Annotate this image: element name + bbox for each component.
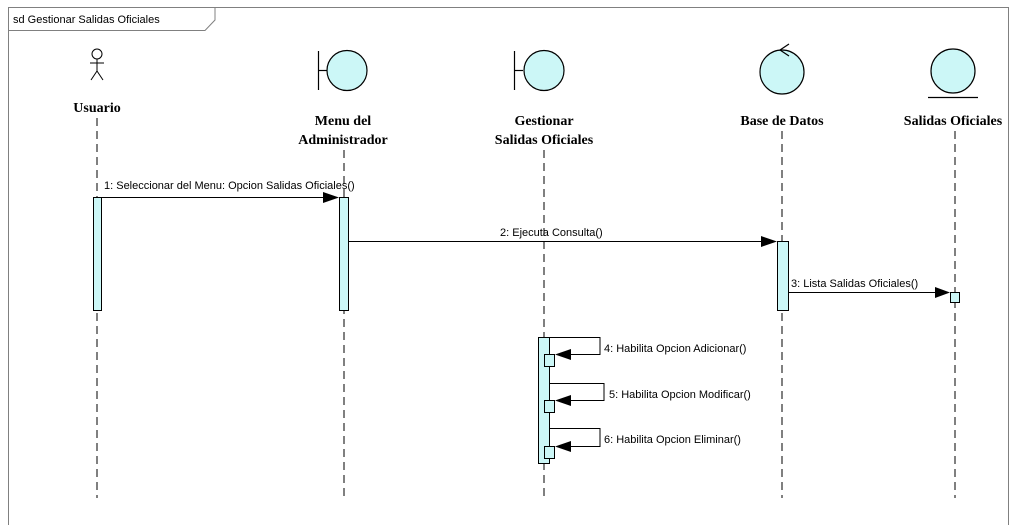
boundary-icon	[513, 49, 565, 92]
activation-gestionar-self-6	[544, 446, 555, 459]
message-line	[549, 428, 601, 447]
message-3: 3: Lista Salidas Oficiales()	[788, 278, 950, 298]
lifeline-name-gestionar-2: Salidas Oficiales	[495, 133, 594, 148]
frame-title-tab	[8, 7, 216, 31]
arrowhead-icon	[555, 441, 571, 452]
entity-icon	[928, 48, 978, 99]
lifeline-name-usuario: Usuario	[73, 101, 120, 116]
lifeline-name-menu-2: Administrador	[298, 133, 387, 148]
activation-menu	[339, 197, 349, 311]
message-label-1: 1: Seleccionar del Menu: Opcion Salidas …	[104, 180, 355, 192]
message-label-3: 3: Lista Salidas Oficiales()	[791, 278, 918, 290]
lifeline-menu: Menu del Administrador	[298, 49, 388, 498]
boundary-icon	[317, 49, 368, 92]
activation-gestionar-self-4	[544, 354, 555, 367]
message-6: 6: Habilita Opcion Eliminar()	[549, 428, 741, 452]
message-line	[549, 383, 605, 401]
activation-bd	[777, 241, 789, 311]
control-icon	[759, 43, 805, 95]
message-2: 2: Ejecuta Consulta()	[348, 227, 777, 247]
message-label-6: 6: Habilita Opcion Eliminar()	[604, 434, 741, 446]
message-label-2: 2: Ejecuta Consulta()	[500, 227, 603, 239]
message-label-5: 5: Habilita Opcion Modificar()	[609, 389, 751, 401]
activation-gestionar-self-5	[544, 400, 555, 413]
arrowhead-icon	[761, 236, 777, 247]
arrowhead-icon	[323, 192, 339, 203]
arrowhead-icon	[555, 395, 571, 406]
lifeline-salidas: Salidas Oficiales	[904, 48, 1003, 498]
actor-icon	[90, 48, 104, 81]
lifeline-bd: Base de Datos	[740, 43, 824, 498]
message-label-4: 4: Habilita Opcion Adicionar()	[604, 343, 746, 355]
lifeline-name-bd: Base de Datos	[740, 114, 824, 129]
lifeline-name-menu-1: Menu del	[315, 114, 372, 129]
activation-usuario	[93, 197, 102, 311]
arrowhead-icon	[555, 349, 571, 360]
diagram-frame	[8, 7, 1009, 525]
activation-salidas	[950, 292, 960, 303]
lifeline-name-gestionar-1: Gestionar	[514, 114, 573, 129]
message-line	[549, 337, 601, 355]
message-4: 4: Habilita Opcion Adicionar()	[549, 337, 746, 360]
message-5: 5: Habilita Opcion Modificar()	[549, 383, 751, 406]
frame-title: sd Gestionar Salidas Oficiales	[13, 14, 160, 26]
message-1: 1: Seleccionar del Menu: Opcion Salidas …	[101, 180, 355, 203]
lifeline-name-salidas: Salidas Oficiales	[904, 114, 1003, 129]
arrowhead-icon	[935, 287, 950, 298]
